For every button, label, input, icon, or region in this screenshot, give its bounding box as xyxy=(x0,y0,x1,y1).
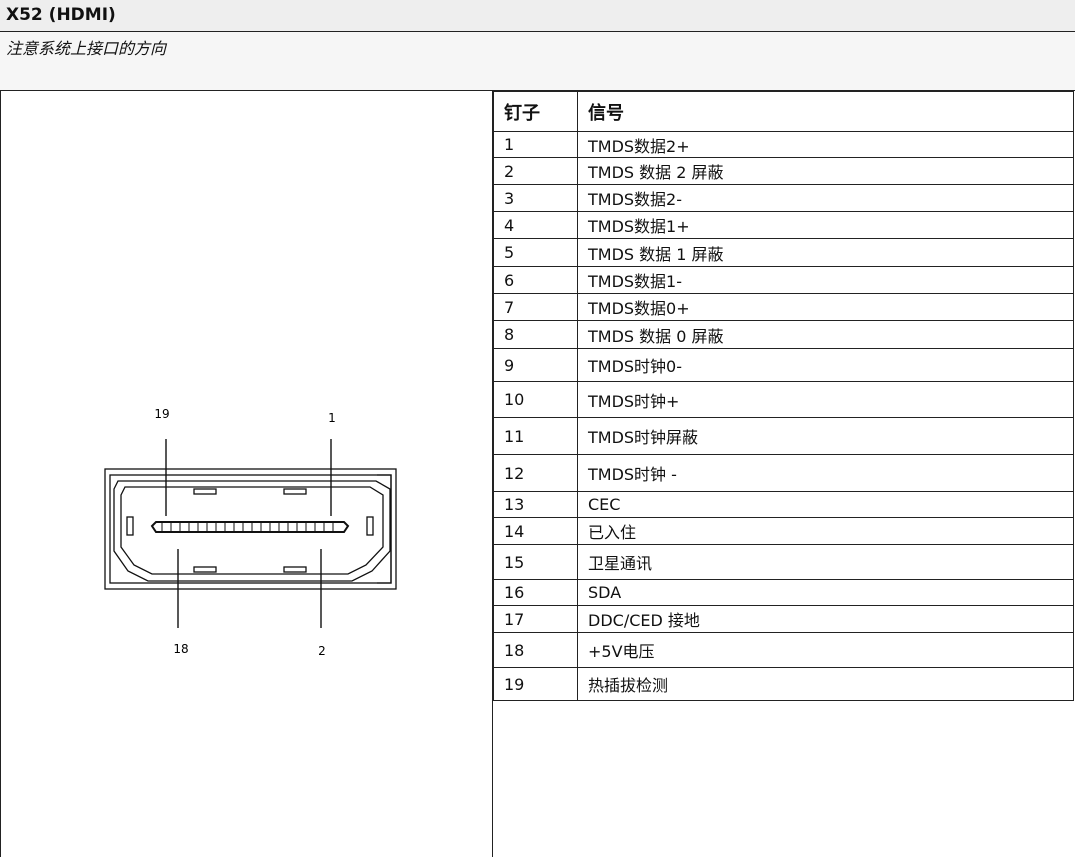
title-row: X52 (HDMI) xyxy=(0,0,1075,32)
pin-signal: 热插拔检测 xyxy=(577,667,1074,701)
housing-right-edge xyxy=(377,474,392,584)
pin-number: 8 xyxy=(493,320,578,349)
pin-number: 12 xyxy=(493,454,578,492)
tab-bottom-left xyxy=(193,566,217,573)
orientation-note: 注意系统上接口的方向 xyxy=(6,39,167,58)
pin-number: 11 xyxy=(493,417,578,455)
receptacle-outer xyxy=(113,480,391,582)
connector-title: X52 (HDMI) xyxy=(6,5,116,25)
pin-number: 10 xyxy=(493,381,578,418)
contact-pins xyxy=(161,522,334,532)
pin-number: 17 xyxy=(493,605,578,633)
label-pin2: 2 xyxy=(318,644,326,658)
pin-number: 13 xyxy=(493,491,578,518)
contact-tongue xyxy=(150,521,350,533)
receptacle-inner xyxy=(120,486,384,575)
tab-top-right xyxy=(283,488,307,495)
side-latch-right xyxy=(366,516,374,536)
pin-signal: TMDS 数据 1 屏蔽 xyxy=(577,238,1074,267)
pin-number: 14 xyxy=(493,517,578,545)
pin-signal: TMDS数据2- xyxy=(577,184,1074,212)
housing-inner xyxy=(109,474,392,584)
pin-signal: TMDS时钟0- xyxy=(577,348,1074,382)
label-pin19: 19 xyxy=(154,407,169,421)
table-row: 18+5V电压 xyxy=(493,632,1074,668)
pin-signal: +5V电压 xyxy=(577,632,1074,668)
pin-signal: TMDS 数据 0 屏蔽 xyxy=(577,320,1074,349)
pin-number: 3 xyxy=(493,184,578,212)
pin-number: 2 xyxy=(493,157,578,185)
housing-outer xyxy=(104,468,397,590)
label-pin18: 18 xyxy=(173,642,188,656)
hdmi-connector-diagram: 19 1 18 2 xyxy=(104,407,397,658)
header-signal: 信号 xyxy=(577,91,1074,132)
tab-top-left xyxy=(193,488,217,495)
pin-signal: CEC xyxy=(577,491,1074,518)
table-header-row: 钉子 信号 xyxy=(493,91,1074,132)
pin-number: 6 xyxy=(493,266,578,294)
pin-number: 5 xyxy=(493,238,578,267)
pin-signal: SDA xyxy=(577,579,1074,606)
pin-signal: DDC/CED 接地 xyxy=(577,605,1074,633)
pin-signal: 卫星通讯 xyxy=(577,544,1074,580)
pin-signal: TMDS数据1+ xyxy=(577,211,1074,239)
pin-signal: TMDS数据0+ xyxy=(577,293,1074,321)
pin-signal: 已入住 xyxy=(577,517,1074,545)
leader-lines xyxy=(165,439,332,628)
pin-signal: TMDS时钟屏蔽 xyxy=(577,417,1074,455)
diagram-cell: 19 1 18 2 xyxy=(0,91,493,857)
pin-signal: TMDS时钟 - xyxy=(577,454,1074,492)
note-row: 注意系统上接口的方向 xyxy=(0,32,1075,91)
pin-signal: TMDS 数据 2 屏蔽 xyxy=(577,157,1074,185)
pin-number: 16 xyxy=(493,579,578,606)
pin-number: 19 xyxy=(493,667,578,701)
pin-signal: TMDS数据2+ xyxy=(577,131,1074,158)
pin-number: 7 xyxy=(493,293,578,321)
pin-number: 15 xyxy=(493,544,578,580)
side-latch-left xyxy=(126,516,134,536)
pin-signal: TMDS时钟+ xyxy=(577,381,1074,418)
connector-housing xyxy=(104,468,397,590)
pin-number: 4 xyxy=(493,211,578,239)
pin-number: 18 xyxy=(493,632,578,668)
header-pin: 钉子 xyxy=(493,91,578,132)
pin-number: 9 xyxy=(493,348,578,382)
tab-bottom-right xyxy=(283,566,307,573)
pin-number: 1 xyxy=(493,131,578,158)
label-pin1: 1 xyxy=(328,411,336,425)
pin-signal: TMDS数据1- xyxy=(577,266,1074,294)
